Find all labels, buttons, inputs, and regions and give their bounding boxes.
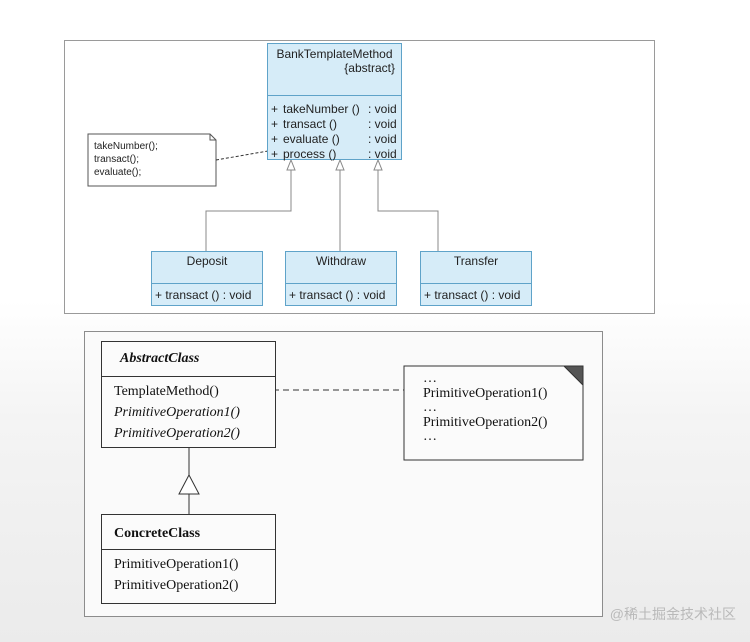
operation-primitive-1: PrimitiveOperation1() (114, 557, 239, 572)
inherit-arrow-3 (373, 158, 383, 171)
operation-row: + evaluate () : void (271, 132, 397, 146)
withdraw-class: Withdraw + transact () : void (285, 251, 397, 306)
note-line: PrimitiveOperation1() (423, 385, 548, 401)
note-line: transact(); (94, 154, 140, 165)
template-note: takeNumber(); transact(); evaluate(); (88, 134, 216, 186)
note-line: … (423, 400, 437, 415)
bottom-inherit-arrow (178, 473, 200, 495)
operations-compartment: TemplateMethod() PrimitiveOperation1() P… (102, 376, 275, 444)
operation-template-method: TemplateMethod() (114, 384, 219, 399)
operation-row: + transact () : void (271, 117, 397, 131)
watermark: @稀土掘金技术社区 (609, 606, 736, 622)
inherit-arrow-2 (335, 158, 345, 171)
class-name: Withdraw (315, 254, 366, 268)
operation-row: + process () : void (271, 147, 397, 161)
bank-template-method-class: BankTemplateMethod {abstract} + takeNumb… (267, 43, 402, 161)
class-stereotype: {abstract} (344, 61, 395, 75)
class-name: ConcreteClass (114, 526, 201, 541)
top-note-shape (87, 133, 217, 187)
inherit-line-deposit (205, 170, 292, 251)
note-line: … (423, 371, 437, 386)
note-line: evaluate(); (94, 167, 142, 178)
operation-primitive-2: PrimitiveOperation2() (114, 578, 239, 593)
operation-row: + transact () : void (421, 283, 531, 302)
deposit-class: Deposit + transact () : void (151, 251, 263, 306)
operation-row: + transact () : void (286, 283, 396, 302)
operations-compartment: PrimitiveOperation1() PrimitiveOperation… (102, 549, 275, 596)
class-name: Deposit (186, 254, 228, 268)
operations-compartment: + takeNumber () : void + transact () : v… (268, 95, 401, 170)
concrete-class-box: ConcreteClass PrimitiveOperation1() Prim… (101, 514, 276, 604)
note-line: … (423, 429, 437, 444)
operation-row: + takeNumber () : void (271, 102, 397, 116)
class-name: AbstractClass (120, 351, 200, 366)
note-line: PrimitiveOperation2() (423, 414, 548, 430)
bottom-note-fold (562, 365, 584, 387)
inherit-line-transfer (377, 170, 439, 251)
class-name: Transfer (453, 254, 499, 268)
operation-row: + transact () : void (152, 283, 262, 302)
class-name: BankTemplateMethod (276, 47, 393, 61)
abstract-class-box: AbstractClass TemplateMethod() Primitive… (101, 341, 276, 448)
operation-primitive-1: PrimitiveOperation1() (114, 405, 240, 420)
template-method-note: … PrimitiveOperation1() … PrimitiveOpera… (404, 366, 584, 460)
note-line: takeNumber(); (94, 141, 158, 152)
bottom-note-shape (403, 365, 584, 461)
operation-primitive-2: PrimitiveOperation2() (114, 426, 240, 441)
top-note-fold (209, 134, 216, 141)
inherit-arrow-1 (286, 158, 296, 171)
transfer-class: Transfer + transact () : void (420, 251, 532, 306)
top-note-link (215, 150, 269, 161)
